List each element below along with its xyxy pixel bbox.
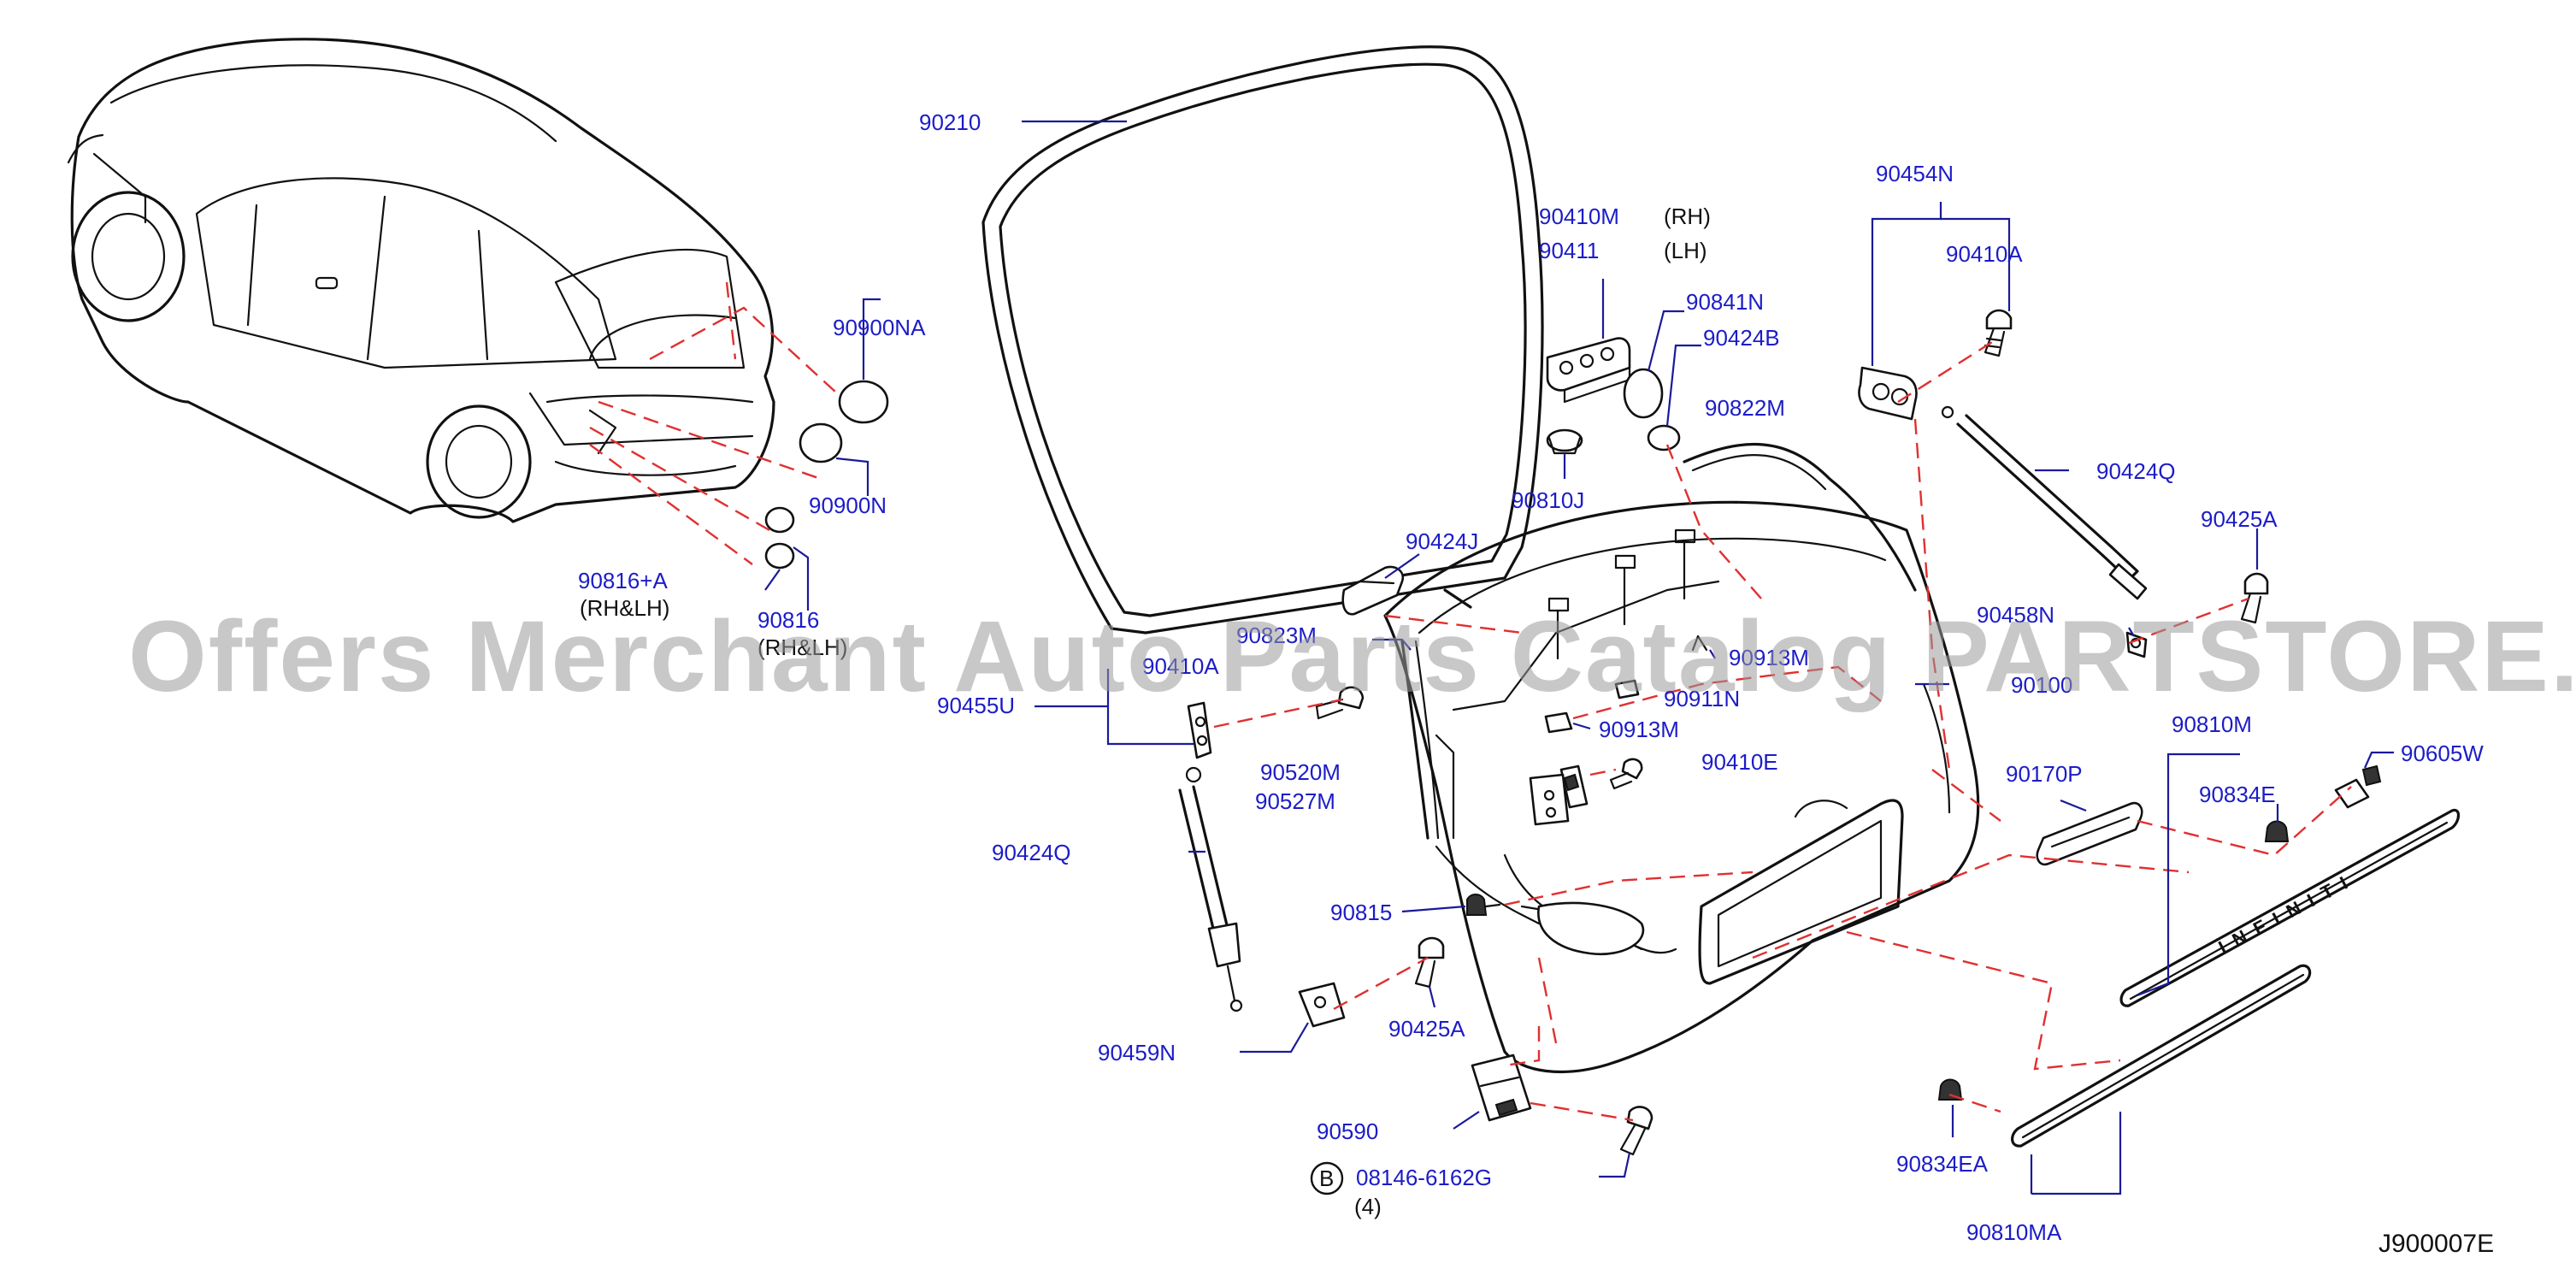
hinge-90410m xyxy=(1546,337,1631,404)
label-08146-6162g[interactable]: 08146-6162G xyxy=(1356,1165,1492,1190)
bracket-90424j xyxy=(1341,565,1405,616)
label-90424b[interactable]: 90424B xyxy=(1703,325,1780,351)
label-bolt-quantity: (4) xyxy=(1354,1194,1382,1219)
bolt-90425a-left xyxy=(1414,936,1445,989)
label-90810ma[interactable]: 90810MA xyxy=(1966,1219,2062,1245)
label-90810j[interactable]: 90810J xyxy=(1512,487,1584,513)
label-90424q-right[interactable]: 90424Q xyxy=(2096,458,2176,484)
label-90410e[interactable]: 90410E xyxy=(1701,749,1778,775)
label-90900na[interactable]: 90900NA xyxy=(833,315,926,340)
finisher-emblem-text: INFINITI xyxy=(2215,867,2361,958)
clips-90913m xyxy=(1544,634,1708,734)
label-90810m[interactable]: 90810M xyxy=(2172,711,2252,737)
bumper-90815 xyxy=(1466,894,1501,916)
label-90590[interactable]: 90590 xyxy=(1317,1118,1378,1144)
bumper-90841n xyxy=(1546,368,1681,455)
bolt-90410e xyxy=(1609,758,1643,790)
label-90913m-b[interactable]: 90913M xyxy=(1599,717,1679,742)
label-90170p[interactable]: 90170P xyxy=(2006,761,2083,787)
label-90410m[interactable]: 90410M xyxy=(1539,204,1619,229)
label-90411-side: (LH) xyxy=(1664,238,1707,263)
bolt-marker-circle xyxy=(1310,1161,1344,1195)
vehicle-small-parts xyxy=(764,380,889,570)
leader-lines xyxy=(764,120,2394,1195)
label-90822m[interactable]: 90822M xyxy=(1705,395,1785,421)
finisher-90810ma xyxy=(2011,964,2312,1148)
label-90424q-left[interactable]: 90424Q xyxy=(992,840,1071,865)
label-90458n[interactable]: 90458N xyxy=(1977,602,2054,628)
label-90900n[interactable]: 90900N xyxy=(809,493,887,518)
label-90834ea[interactable]: 90834EA xyxy=(1896,1151,1989,1177)
label-90410a-left[interactable]: 90410A xyxy=(1142,653,1219,679)
back-door-glass-90210 xyxy=(981,45,1544,634)
label-90411[interactable]: 90411 xyxy=(1539,238,1599,263)
switch-90170p xyxy=(2036,801,2143,866)
module-90590 xyxy=(1471,1054,1532,1122)
label-90425a-right[interactable]: 90425A xyxy=(2201,506,2278,532)
vehicle-illustration xyxy=(67,38,775,523)
bolt-marker-letter: B xyxy=(1319,1166,1334,1191)
hinge-90454n xyxy=(1858,366,1918,421)
label-90424j[interactable]: 90424J xyxy=(1406,528,1478,554)
stay-90424q-left xyxy=(1178,766,1243,1012)
label-90410m-side: (RH) xyxy=(1664,204,1711,229)
label-90527m[interactable]: 90527M xyxy=(1255,788,1335,814)
lamp-90605w xyxy=(2334,764,2382,809)
finisher-90810m xyxy=(2119,808,2461,1007)
label-90454n[interactable]: 90454N xyxy=(1876,161,1954,186)
label-90816[interactable]: 90816 xyxy=(757,607,819,633)
label-90100[interactable]: 90100 xyxy=(2011,672,2072,698)
label-90834e[interactable]: 90834E xyxy=(2199,782,2276,807)
bolt-90410a-left xyxy=(1315,686,1365,720)
label-90455u[interactable]: 90455U xyxy=(937,693,1015,718)
label-90605w[interactable]: 90605W xyxy=(2401,741,2484,766)
label-90816a-side: (RH&LH) xyxy=(580,595,669,621)
back-door-panel xyxy=(1383,500,1980,1073)
part-labels: 90210 90410M (RH) 90411 (LH) 90841N 9042… xyxy=(578,109,2484,1245)
label-90520m[interactable]: 90520M xyxy=(1260,759,1341,785)
bolt-08146 xyxy=(1619,1106,1653,1156)
label-90913m-a[interactable]: 90913M xyxy=(1729,645,1809,670)
vehicle-callout-lines xyxy=(589,281,847,565)
diagram-code: J900007E xyxy=(2379,1230,2494,1258)
watermark-text: Offers Merchant Auto Parts Catalog PARTS… xyxy=(128,600,2576,713)
label-90911n[interactable]: 90911N xyxy=(1664,686,1740,711)
label-90823m[interactable]: 90823M xyxy=(1236,623,1317,648)
label-90816a[interactable]: 90816+A xyxy=(578,568,668,593)
label-90841n[interactable]: 90841N xyxy=(1686,289,1764,315)
label-90425a-left[interactable]: 90425A xyxy=(1388,1016,1465,1042)
label-90459n[interactable]: 90459N xyxy=(1098,1040,1176,1065)
molding-90822m xyxy=(1683,443,1917,592)
bolt-90425a-right xyxy=(2240,572,2269,624)
label-90816-side: (RH&LH) xyxy=(757,634,847,660)
label-90815[interactable]: 90815 xyxy=(1330,900,1392,925)
clip-90834e xyxy=(2264,820,2290,842)
stay-90424q-right xyxy=(1941,405,2148,600)
hinge-90455u xyxy=(1187,701,1212,759)
bolt-90410a xyxy=(1984,309,2013,357)
label-90210[interactable]: 90210 xyxy=(919,109,981,135)
strip-center xyxy=(1443,588,1472,609)
brackets-90520m-90527m xyxy=(1529,764,1589,826)
assembly-dashed-lines xyxy=(1213,340,2352,1122)
bracket-90459n xyxy=(1298,982,1346,1028)
molding-90823m xyxy=(1400,640,1440,840)
label-90410a[interactable]: 90410A xyxy=(1946,241,2023,267)
